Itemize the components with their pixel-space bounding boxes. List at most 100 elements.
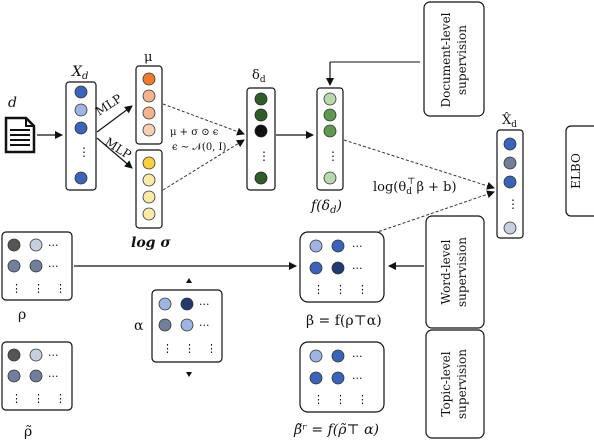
input-cell <box>74 103 88 117</box>
arrow-beta-to-reconstruction <box>359 190 495 239</box>
arrow-sigma-to-delta <box>162 139 245 191</box>
topic-supervision-line2: supervision <box>455 349 469 419</box>
reconstruction-cell <box>503 137 517 151</box>
word-supervision-line2: supervision <box>455 237 469 307</box>
decoder-formula: log(θd⊤β + b) <box>373 177 457 197</box>
delta-cell <box>254 171 268 185</box>
beta-tilde-equation: β̃ʳ = f(ρ̃⊤ α) <box>293 422 379 438</box>
topic-supervision-box <box>425 329 485 439</box>
input-cell <box>74 121 88 135</box>
reconstruction-cell <box>503 221 517 235</box>
topic-supervision-line1: Topic-level <box>439 351 453 416</box>
svg-text:⋮: ⋮ <box>313 393 324 406</box>
document-supervision-line2: supervision <box>455 25 469 95</box>
noise-distribution: ϵ ∼ 𝒩(0, I) <box>172 142 226 153</box>
delta-cell <box>254 108 268 122</box>
mu-cell <box>142 89 156 103</box>
arrow-mlp-mu <box>96 105 133 133</box>
svg-text:···: ··· <box>352 240 363 253</box>
theta-vector-box <box>316 87 344 191</box>
reconstruction-cell <box>503 156 517 170</box>
svg-text:···: ··· <box>199 319 210 332</box>
sigma-vector-box <box>135 149 163 229</box>
word-supervision-line1: Word-level <box>439 239 453 304</box>
elbo-label: ELBO <box>569 153 583 189</box>
svg-text:···: ··· <box>352 262 363 275</box>
reconstruction-label: X̂d <box>502 112 517 130</box>
mu-cell <box>142 123 156 137</box>
word-supervision-box <box>425 215 485 329</box>
document-icon <box>4 116 36 154</box>
svg-text:⋮: ⋮ <box>357 283 368 296</box>
theta-cell <box>323 124 337 138</box>
svg-text:⋮: ⋮ <box>335 393 346 406</box>
beta-matrix: ··· ··· ⋮ ⋮ ⋮ <box>299 231 385 303</box>
reconstruction-ellipsis: ⋮ <box>507 197 519 211</box>
document-supervision-box <box>423 1 485 117</box>
rho-tilde-matrix: ··· ··· ⋮ ⋮ ⋮ <box>1 341 73 411</box>
f-delta-label: f(δd) <box>310 198 342 216</box>
mlp-bottom-label: MLP <box>102 135 133 162</box>
reconstruction-cell <box>503 175 517 189</box>
beta-equation: β = f(ρ⊤α) <box>306 313 382 329</box>
svg-text:···: ··· <box>48 260 59 273</box>
document-supervision-line1: Document-level <box>439 12 453 107</box>
svg-text:···: ··· <box>48 239 59 252</box>
delta-vector-box <box>246 87 276 191</box>
svg-text:⋮: ⋮ <box>33 392 44 405</box>
mu-cell <box>142 72 156 86</box>
rho-label: ρ <box>18 307 26 323</box>
input-cell <box>74 171 88 185</box>
sigma-cell <box>142 156 156 170</box>
delta-ellipsis: ⋮ <box>258 149 270 163</box>
delta-cell <box>254 124 268 138</box>
sigma-cell <box>142 190 156 204</box>
mu-label: μ <box>144 50 152 65</box>
theta-ellipsis: ⋮ <box>327 149 339 163</box>
theta-cell <box>323 92 337 106</box>
svg-text:⋮: ⋮ <box>11 392 22 405</box>
beta-tilde-matrix: ··· ··· ⋮ ⋮ ⋮ <box>299 341 385 413</box>
sigma-cell <box>142 173 156 187</box>
mu-vector-box <box>135 65 163 145</box>
svg-text:···: ··· <box>352 372 363 385</box>
arrow-theta-to-reconstruction <box>343 139 495 190</box>
svg-text:⋮: ⋮ <box>55 392 66 405</box>
document-label: d <box>8 95 17 111</box>
rho-tilde-label: ρ̃ <box>24 424 32 440</box>
arrow-mlp-sigma <box>96 137 133 169</box>
reparam-formula: μ + σ ⊙ ϵ <box>170 127 219 138</box>
elbo-box <box>565 125 594 217</box>
svg-text:⋮: ⋮ <box>184 342 195 355</box>
input-ellipsis: ⋮ <box>78 145 90 159</box>
svg-text:···: ··· <box>48 349 59 362</box>
sigma-cell <box>142 207 156 221</box>
alpha-label: α <box>134 318 144 334</box>
svg-text:···: ··· <box>352 350 363 363</box>
theta-cell <box>323 108 337 122</box>
svg-text:⋮: ⋮ <box>357 393 368 406</box>
svg-text:⋮: ⋮ <box>206 342 217 355</box>
arrow-mu-to-delta <box>162 103 245 136</box>
svg-text:⋮: ⋮ <box>55 282 66 295</box>
svg-text:⋮: ⋮ <box>313 283 324 296</box>
alpha-down-arrowhead <box>186 372 192 377</box>
input-cell <box>74 85 88 99</box>
svg-text:···: ··· <box>48 370 59 383</box>
input-vector-label: Xd <box>71 64 88 82</box>
delta-cell <box>254 92 268 106</box>
alpha-up-arrowhead <box>186 278 192 283</box>
input-vector-box <box>65 81 97 191</box>
rho-matrix: ··· ··· ⋮ ⋮ ⋮ <box>1 231 73 301</box>
delta-label: δd <box>252 68 266 85</box>
log-sigma-label: log σ <box>131 235 171 251</box>
svg-text:⋮: ⋮ <box>11 282 22 295</box>
theta-cell <box>323 171 337 185</box>
svg-text:⋮: ⋮ <box>335 283 346 296</box>
svg-text:⋮: ⋮ <box>33 282 44 295</box>
svg-text:···: ··· <box>199 298 210 311</box>
mu-cell <box>142 106 156 120</box>
svg-text:⋮: ⋮ <box>162 342 173 355</box>
alpha-matrix: ··· ··· ⋮ ⋮ ⋮ <box>151 289 223 363</box>
